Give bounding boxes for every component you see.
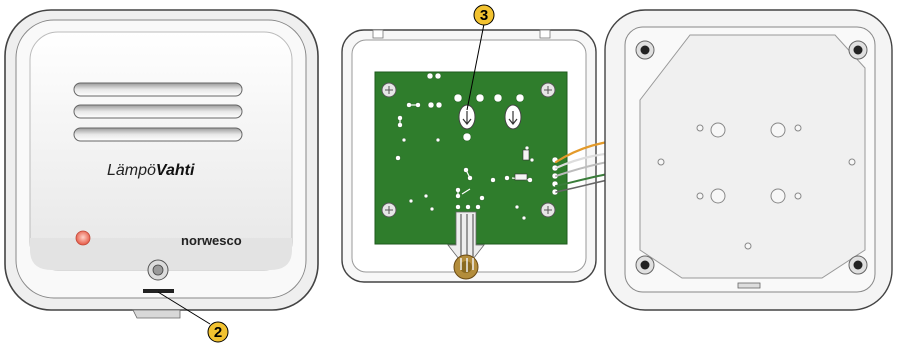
callout-2: 2 <box>157 291 229 343</box>
svg-text:3: 3 <box>480 7 488 24</box>
vent-slots <box>73 82 243 142</box>
status-led-icon <box>75 230 91 246</box>
inner-screw-holes <box>458 104 522 130</box>
mounting-holes <box>635 40 868 275</box>
standoffs <box>657 122 856 250</box>
front-cover: LämpöVahti norwesco <box>4 9 319 319</box>
manufacturer-label: norwesco <box>181 233 242 248</box>
open-base-with-pcb: 3 <box>341 4 641 283</box>
pcb-screws <box>381 82 556 218</box>
svg-text:2: 2 <box>214 324 222 341</box>
bottom-cable <box>447 211 485 280</box>
product-name: LämpöVahti <box>107 162 195 179</box>
callout-3: 3 <box>466 4 495 111</box>
back-plate <box>604 9 893 311</box>
bottom-screw-hole-icon <box>147 259 169 281</box>
solder-pads <box>395 72 559 221</box>
bottom-latch <box>143 289 174 293</box>
